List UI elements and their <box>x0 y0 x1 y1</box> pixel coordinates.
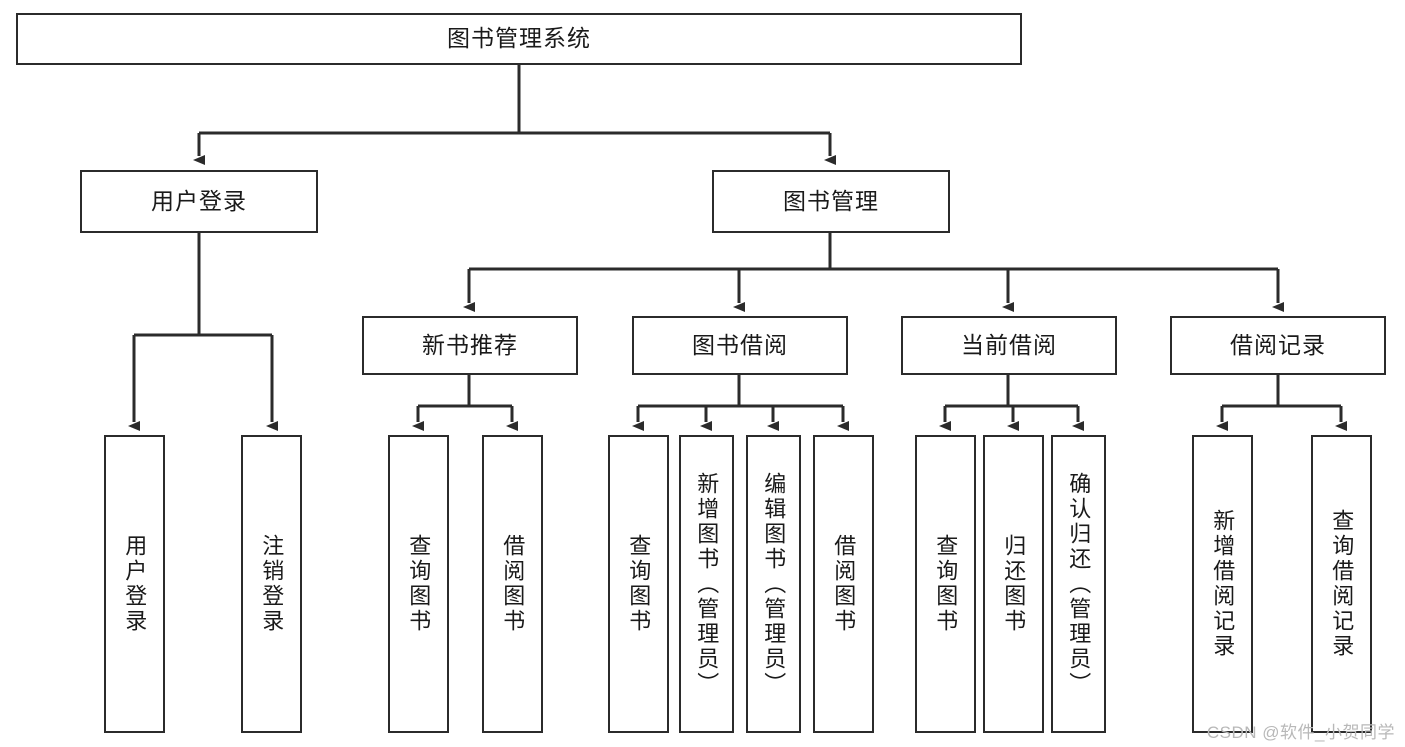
node-leaf-user-logout[interactable]: 注销登录 <box>241 435 302 733</box>
node-new-book-recommend[interactable]: 新书推荐 <box>362 316 578 375</box>
node-borrow-record[interactable]: 借阅记录 <box>1170 316 1386 375</box>
node-leaf-borrow-book-1[interactable]: 借阅图书 <box>482 435 543 733</box>
node-leaf-query-record-label: 查询借阅记录 <box>1329 509 1355 659</box>
node-book-borrow-label: 图书借阅 <box>692 331 788 358</box>
node-leaf-borrow-book-1-label: 借阅图书 <box>500 534 526 634</box>
node-leaf-query-book-1[interactable]: 查询图书 <box>388 435 449 733</box>
node-leaf-return-book[interactable]: 归还图书 <box>983 435 1044 733</box>
node-leaf-query-book-3[interactable]: 查询图书 <box>915 435 976 733</box>
node-leaf-user-login-label: 用户登录 <box>122 534 148 634</box>
node-user-login-label: 用户登录 <box>151 187 247 214</box>
node-leaf-query-book-3-label: 查询图书 <box>933 534 959 634</box>
node-current-borrow-label: 当前借阅 <box>961 331 1057 358</box>
node-leaf-query-book-1-label: 查询图书 <box>406 534 432 634</box>
node-leaf-borrow-book-2-label: 借阅图书 <box>831 534 857 634</box>
node-book-manage-label: 图书管理 <box>783 187 879 214</box>
node-borrow-record-label: 借阅记录 <box>1230 331 1326 358</box>
node-leaf-query-book-2[interactable]: 查询图书 <box>608 435 669 733</box>
node-leaf-edit-book-label: 编辑图书（管理员） <box>761 471 787 697</box>
node-leaf-add-record-label: 新增借阅记录 <box>1210 509 1236 659</box>
node-root[interactable]: 图书管理系统 <box>16 13 1022 65</box>
node-leaf-add-book-label: 新增图书（管理员） <box>694 471 720 697</box>
node-root-label: 图书管理系统 <box>447 25 591 52</box>
node-current-borrow[interactable]: 当前借阅 <box>901 316 1117 375</box>
node-leaf-confirm-return-label: 确认归还（管理员） <box>1066 471 1092 697</box>
node-leaf-borrow-book-2[interactable]: 借阅图书 <box>813 435 874 733</box>
node-new-book-recommend-label: 新书推荐 <box>422 331 518 358</box>
node-leaf-user-login[interactable]: 用户登录 <box>104 435 165 733</box>
node-leaf-user-logout-label: 注销登录 <box>259 534 285 634</box>
node-leaf-edit-book[interactable]: 编辑图书（管理员） <box>746 435 801 733</box>
node-leaf-confirm-return[interactable]: 确认归还（管理员） <box>1051 435 1106 733</box>
node-leaf-add-book[interactable]: 新增图书（管理员） <box>679 435 734 733</box>
node-book-borrow[interactable]: 图书借阅 <box>632 316 848 375</box>
node-leaf-return-book-label: 归还图书 <box>1001 534 1027 634</box>
node-leaf-add-record[interactable]: 新增借阅记录 <box>1192 435 1253 733</box>
node-user-login[interactable]: 用户登录 <box>80 170 318 233</box>
node-leaf-query-record[interactable]: 查询借阅记录 <box>1311 435 1372 733</box>
node-book-manage[interactable]: 图书管理 <box>712 170 950 233</box>
node-leaf-query-book-2-label: 查询图书 <box>626 534 652 634</box>
